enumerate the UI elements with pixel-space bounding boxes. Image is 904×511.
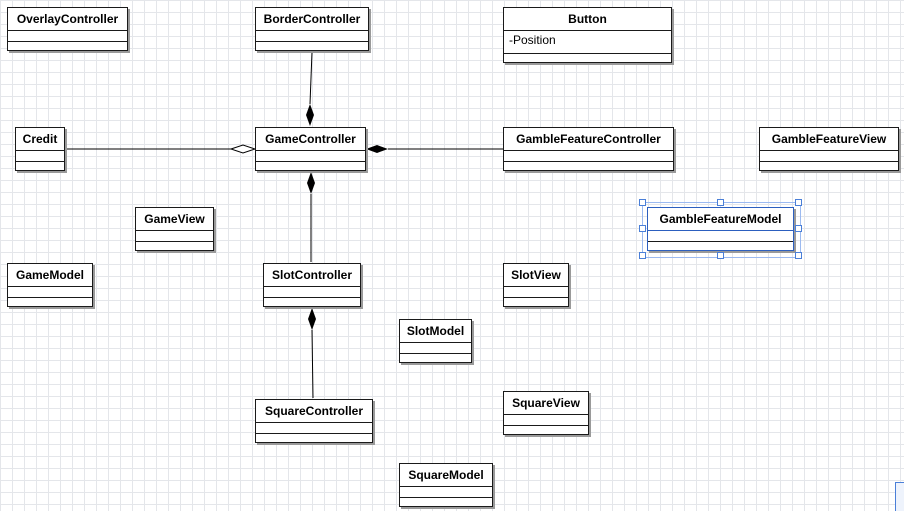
class-name: Credit [16, 128, 64, 151]
class-border-controller[interactable]: BorderController [255, 7, 369, 51]
class-credit[interactable]: Credit [15, 127, 65, 171]
class-name: SlotController [264, 264, 360, 287]
class-attributes [8, 31, 127, 42]
composition-diamond-icon [366, 145, 388, 153]
class-name: SquareView [504, 392, 588, 415]
class-operations [400, 354, 471, 362]
class-operations [264, 298, 360, 306]
class-slot-controller[interactable]: SlotController [263, 263, 361, 307]
class-operations [8, 298, 92, 306]
class-name: SquareController [256, 400, 372, 423]
class-name: SlotModel [400, 320, 471, 343]
resize-handle-bottom[interactable] [717, 252, 724, 259]
class-operations [400, 498, 492, 506]
resize-handle-bottom-right[interactable] [795, 252, 802, 259]
class-gamble-feature-view[interactable]: GambleFeatureView [759, 127, 899, 171]
class-operations [504, 298, 568, 306]
class-operations [136, 242, 213, 250]
class-name: Button [504, 8, 671, 31]
class-game-view[interactable]: GameView [135, 207, 214, 251]
class-name: GameView [136, 208, 213, 231]
class-attributes [256, 151, 365, 162]
class-square-controller[interactable]: SquareController [255, 399, 373, 443]
class-gamble-feature-model[interactable]: GambleFeatureModel [647, 207, 794, 251]
class-slot-model[interactable]: SlotModel [399, 319, 472, 363]
class-operations [504, 426, 588, 434]
class-operations [8, 42, 127, 50]
class-square-view[interactable]: SquareView [503, 391, 589, 435]
class-name: GambleFeatureController [504, 128, 673, 151]
class-attributes [256, 423, 372, 434]
class-operations [256, 42, 368, 50]
composition-diamond-icon [306, 104, 314, 126]
aggregation-diamond-icon [229, 144, 257, 154]
class-gamble-feature-controller[interactable]: GambleFeatureController [503, 127, 674, 171]
class-operations [504, 162, 673, 170]
class-attributes [136, 231, 213, 242]
class-name: OverlayController [8, 8, 127, 31]
class-game-model[interactable]: GameModel [7, 263, 93, 307]
composition-line-border-game[interactable] [309, 51, 313, 105]
offscreen-element-corner [895, 482, 904, 511]
class-square-model[interactable]: SquareModel [399, 463, 493, 507]
class-name: GameModel [8, 264, 92, 287]
class-attributes [256, 31, 368, 42]
resize-handle-top-left[interactable] [639, 199, 646, 206]
composition-diamond-icon [307, 172, 315, 194]
class-attributes [16, 151, 64, 162]
class-overlay-controller[interactable]: OverlayController [7, 7, 128, 51]
class-attributes [400, 343, 471, 354]
class-attributes [760, 151, 898, 162]
class-slot-view[interactable]: SlotView [503, 263, 569, 307]
class-name: SquareModel [400, 464, 492, 487]
class-game-controller[interactable]: GameController [255, 127, 366, 171]
class-name: GameController [256, 128, 365, 151]
class-operations [648, 242, 793, 250]
class-operations [256, 434, 372, 442]
class-button[interactable]: Button -Position [503, 7, 672, 63]
class-name: BorderController [256, 8, 368, 31]
resize-handle-top-right[interactable] [795, 199, 802, 206]
class-attributes [648, 231, 793, 242]
class-operations [760, 162, 898, 170]
resize-handle-top[interactable] [717, 199, 724, 206]
class-attributes [400, 487, 492, 498]
class-attributes [504, 415, 588, 426]
class-name: GambleFeatureModel [648, 208, 793, 231]
composition-line-square-slot[interactable] [311, 329, 314, 399]
composition-diamond-icon [308, 308, 316, 330]
resize-handle-bottom-left[interactable] [639, 252, 646, 259]
resize-handle-right[interactable] [795, 225, 802, 232]
class-name: SlotView [504, 264, 568, 287]
resize-handle-left[interactable] [639, 225, 646, 232]
class-operations [16, 162, 64, 170]
class-attributes [8, 287, 92, 298]
class-name: GambleFeatureView [760, 128, 898, 151]
class-attributes [264, 287, 360, 298]
class-attributes [504, 287, 568, 298]
class-operations [256, 162, 365, 170]
class-attributes: -Position [504, 31, 671, 54]
class-attributes [504, 151, 673, 162]
class-operations [504, 54, 671, 62]
